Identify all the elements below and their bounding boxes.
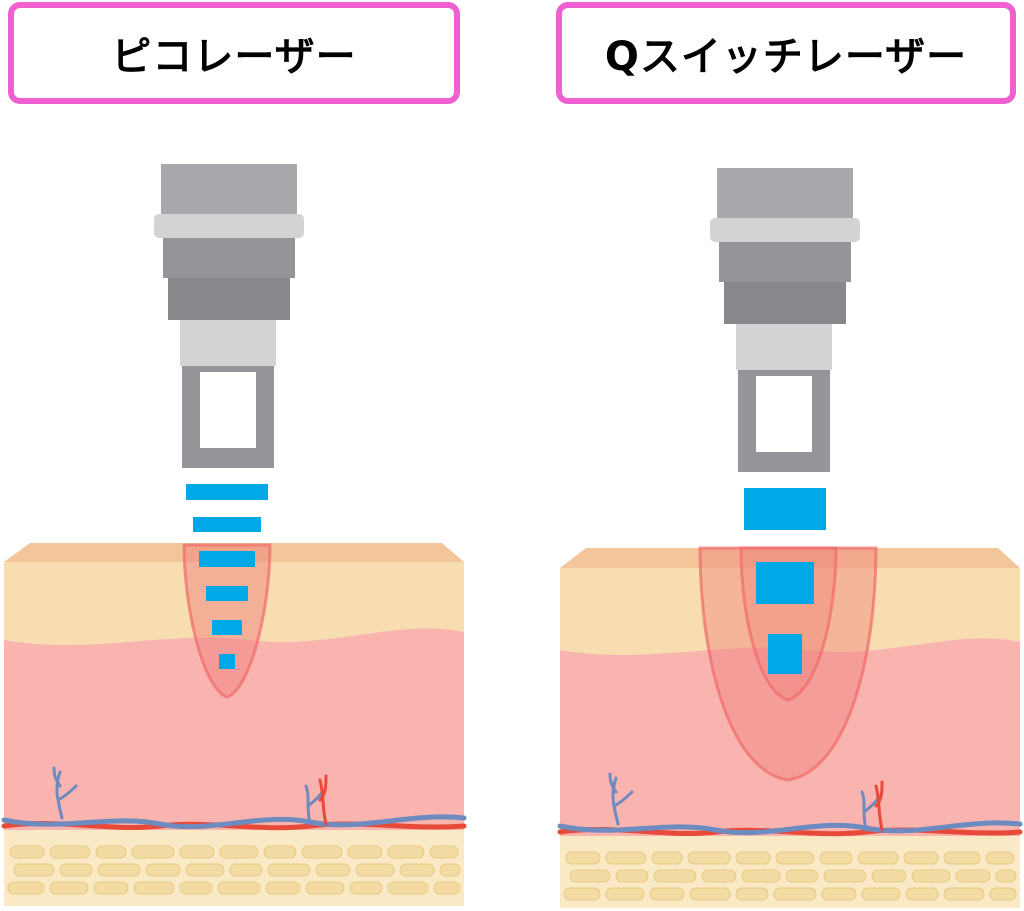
laser-pulse [206,586,248,601]
qswitch-blood-vessels [557,772,1023,837]
qswitch-pulses [744,488,826,674]
picolaser-panel [1,164,467,906]
picolaser-blood-vessels [1,766,467,831]
laser-pulse [186,484,268,500]
epidermis-layer [560,568,1020,655]
laser-pulse [768,634,802,674]
laser-pulse [193,517,261,532]
laser-pulse [756,562,814,604]
vein [1,814,467,830]
artery [1,820,467,831]
qswitch-laser-label: Qスイッチレーザー [556,2,1016,104]
picolaser-pulses [186,484,268,669]
laser-pulse [744,488,826,530]
fat-cells [7,845,461,895]
laser-pulse [219,654,235,669]
qswitch-skin-cross-section [560,548,1020,908]
picolaser-label: ピコレーザー [8,2,460,104]
qswitch-handpiece [710,168,860,472]
epidermis-top-surface [560,548,1020,568]
vein [557,820,1023,836]
qswitch-laser-title: Qスイッチレーザー [604,34,968,80]
picolaser-title: ピコレーザー [111,34,357,80]
qswitch-laser-panel [557,168,1023,908]
picolaser-skin-cross-section [4,543,464,906]
fat-cells [563,851,1017,901]
laser-pulse [212,620,242,635]
artery [557,826,1023,837]
laser-pulse [199,551,255,567]
picolaser-handpiece [154,164,304,468]
epidermis-layer [4,562,464,645]
